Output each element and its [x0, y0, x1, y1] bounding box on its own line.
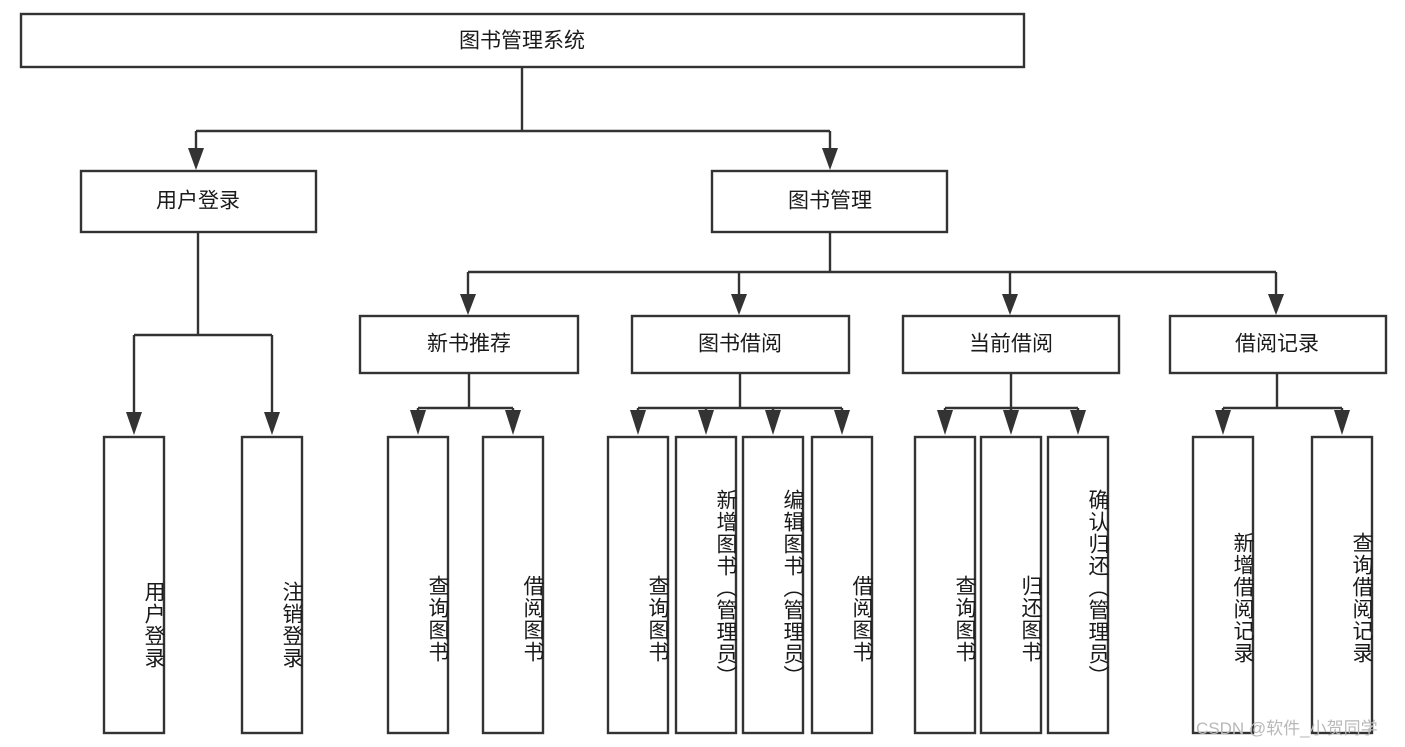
- arrow-head-user-login: [188, 148, 204, 170]
- arrow-head-leaf-newbook-1: [410, 410, 426, 435]
- arrow-head-level3-2: [731, 294, 747, 315]
- node-book-manage-label: 图书管理: [788, 190, 872, 213]
- node-user-login-label: 用户登录: [156, 190, 240, 213]
- arrow-head-leaf-bookborrow-1: [630, 410, 646, 435]
- arrow-head-leaf-newbook-2: [505, 410, 521, 435]
- leaf-new-book-2-label: 借阅图书: [521, 575, 544, 663]
- leaf-book-borrow-2-label: 新增图书（管理员）: [714, 489, 737, 687]
- leaf-new-book-2[interactable]: [481, 435, 545, 735]
- leaf-current-borrow-3-label: 确认归还（管理员）: [1086, 489, 1109, 687]
- connector-layer: [126, 67, 1350, 435]
- leaf-current-borrow-1[interactable]: [913, 435, 977, 735]
- node-new-book-recommend-label: 新书推荐: [427, 333, 511, 356]
- arrow-head-level3-1: [460, 294, 476, 315]
- leaf-current-borrow-1-label: 查询图书: [953, 575, 976, 663]
- leaf-book-borrow-2[interactable]: [674, 435, 738, 735]
- leaf-new-book-1-label: 查询图书: [426, 575, 449, 663]
- leaf-user-login-2[interactable]: [240, 435, 304, 735]
- node-book-borrow-label: 图书借阅: [698, 333, 782, 356]
- leaf-current-borrow-2-label: 归还图书: [1019, 575, 1042, 663]
- node-new-book-recommend[interactable]: [358, 314, 580, 375]
- node-borrow-record[interactable]: [1168, 314, 1388, 375]
- leaf-user-login-1[interactable]: [102, 435, 166, 735]
- leaf-current-borrow-2[interactable]: [979, 435, 1043, 735]
- node-root[interactable]: [19, 12, 1026, 69]
- leaf-borrow-record-1[interactable]: [1191, 435, 1255, 735]
- leaf-book-borrow-3-label: 编辑图书（管理员）: [781, 489, 804, 687]
- arrow-head-book-manage: [822, 148, 838, 170]
- arrow-head-leaf-currentborrow-2: [1003, 410, 1019, 435]
- leaf-borrow-record-1-label: 新增借阅记录: [1231, 532, 1254, 664]
- arrow-head-leaf-borrowrecord-1: [1215, 410, 1231, 435]
- label-layer: 图书管理系统 用户登录 图书管理 新书推荐 图书借阅 当前借阅 借阅记录: [156, 30, 1319, 356]
- arrow-head-leaf-borrowrecord-2: [1334, 410, 1350, 435]
- arrow-head-level3-4: [1268, 294, 1284, 315]
- leaf-borrow-record-2[interactable]: [1310, 435, 1374, 735]
- arrow-head-leaf-currentborrow-3: [1070, 410, 1086, 435]
- arrow-head-level3-3: [1002, 294, 1018, 315]
- leaf-borrow-record-2-label: 查询借阅记录: [1350, 532, 1373, 664]
- leaf-book-borrow-1-label: 查询图书: [646, 575, 669, 663]
- leaf-book-borrow-3[interactable]: [741, 435, 805, 735]
- leaf-new-book-1[interactable]: [386, 435, 450, 735]
- leaf-book-borrow-1[interactable]: [606, 435, 670, 735]
- leaf-user-login-1-label: 用户登录: [142, 581, 165, 669]
- arrow-head-leaf-userlogin-1: [126, 412, 142, 435]
- node-borrow-record-label: 借阅记录: [1235, 333, 1319, 356]
- node-layer: [19, 12, 1388, 735]
- node-root-label: 图书管理系统: [459, 30, 585, 53]
- node-current-borrow-label: 当前借阅: [969, 333, 1053, 356]
- node-book-borrow[interactable]: [630, 314, 851, 375]
- arrow-head-leaf-bookborrow-2: [698, 410, 714, 435]
- arrow-head-leaf-currentborrow-1: [937, 410, 953, 435]
- node-current-borrow[interactable]: [901, 314, 1121, 375]
- csdn-watermark: CSDN @软件_小贺同学: [1196, 719, 1378, 738]
- arrow-head-leaf-userlogin-2: [264, 412, 280, 435]
- leaf-book-borrow-4[interactable]: [810, 435, 874, 735]
- leaf-user-login-2-label: 注销登录: [280, 581, 303, 669]
- node-book-manage[interactable]: [710, 169, 949, 234]
- leaf-current-borrow-3[interactable]: [1046, 435, 1110, 735]
- arrow-head-leaf-bookborrow-3: [765, 410, 781, 435]
- arrow-head-leaf-bookborrow-4: [834, 410, 850, 435]
- leaf-book-borrow-4-label: 借阅图书: [850, 575, 873, 663]
- node-user-login[interactable]: [79, 169, 318, 234]
